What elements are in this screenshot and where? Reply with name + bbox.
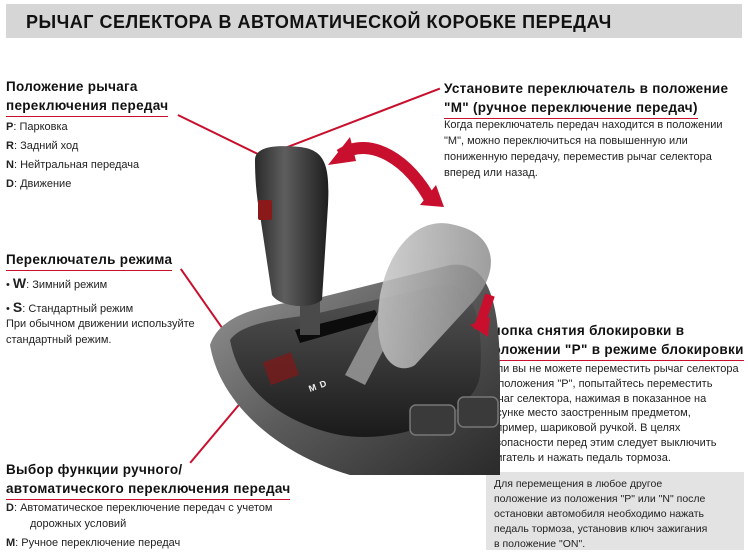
console-label-m: M: [307, 382, 317, 394]
manual-mode-heading: Установите переключатель в положение "М"…: [444, 79, 728, 119]
unlock-button-text: Если вы не можете переместить рычаг селе…: [484, 363, 739, 464]
gear-selector-illustration: M D: [210, 137, 500, 475]
gear-position-heading: Положение рычага переключения передач: [6, 77, 169, 117]
console-label-d: D: [318, 378, 328, 390]
manual-item-d: D: Автоматическое переключение передач с…: [6, 502, 273, 514]
gear-item-n: N: Нейтральная передача: [6, 159, 140, 171]
move-arrow-head-down: [420, 185, 444, 207]
gear-position-heading-line2: переключения передач: [6, 96, 169, 117]
title-bar: РЫЧАГ СЕЛЕКТОРА В АВТОМАТИЧЕСКОЙ КОРОБКЕ…: [6, 4, 742, 38]
console-button-right: [457, 396, 499, 428]
manual-mode-text: Когда переключатель передач находится в …: [444, 119, 723, 179]
mode-switch-list: • W: Зимний режим • S: Стандартный режим: [6, 272, 133, 320]
gear-indicator: [262, 352, 300, 386]
page-title: РЫЧАГ СЕЛЕКТОРА В АВТОМАТИЧЕСКОЙ КОРОБКЕ…: [26, 12, 612, 32]
gear-position-heading-line1: Положение рычага: [6, 79, 138, 94]
console-button-left: [409, 404, 456, 436]
gear-item-r: R: Задний ход: [6, 140, 79, 152]
mode-item-s: • S: Стандартный режим: [6, 299, 134, 315]
lever-knob: [255, 146, 329, 307]
manual-select-heading: Выбор функции ручного/ автоматического п…: [6, 460, 291, 500]
mode-item-w: • W: Зимний режим: [6, 275, 108, 291]
gear-item-p: P: Парковка: [6, 121, 68, 133]
ghost-lever: [345, 223, 491, 385]
lever-button: [258, 200, 272, 220]
mode-switch-note: При обычном движении используйте стандар…: [6, 318, 195, 346]
mode-switch-heading: Переключатель режима: [6, 250, 173, 271]
note-box: Для перемещения в любое другое положение…: [486, 472, 744, 550]
move-arrow-head-up: [328, 137, 356, 165]
gear-item-d: D: Движение: [6, 178, 72, 190]
manual-select-list: D: Автоматическое переключение передач с…: [6, 502, 273, 549]
unlock-arrow-head: [470, 317, 490, 337]
note-text: Для перемещения в любое другое положение…: [494, 478, 708, 550]
unlock-button-heading: Кнопка снятия блокировки в положении "Р"…: [484, 321, 744, 361]
manual-item-m: M: Ручное переключение передач: [6, 537, 181, 549]
gear-position-list: P: Парковка R: Задний ход N: Нейтральная…: [6, 118, 139, 194]
